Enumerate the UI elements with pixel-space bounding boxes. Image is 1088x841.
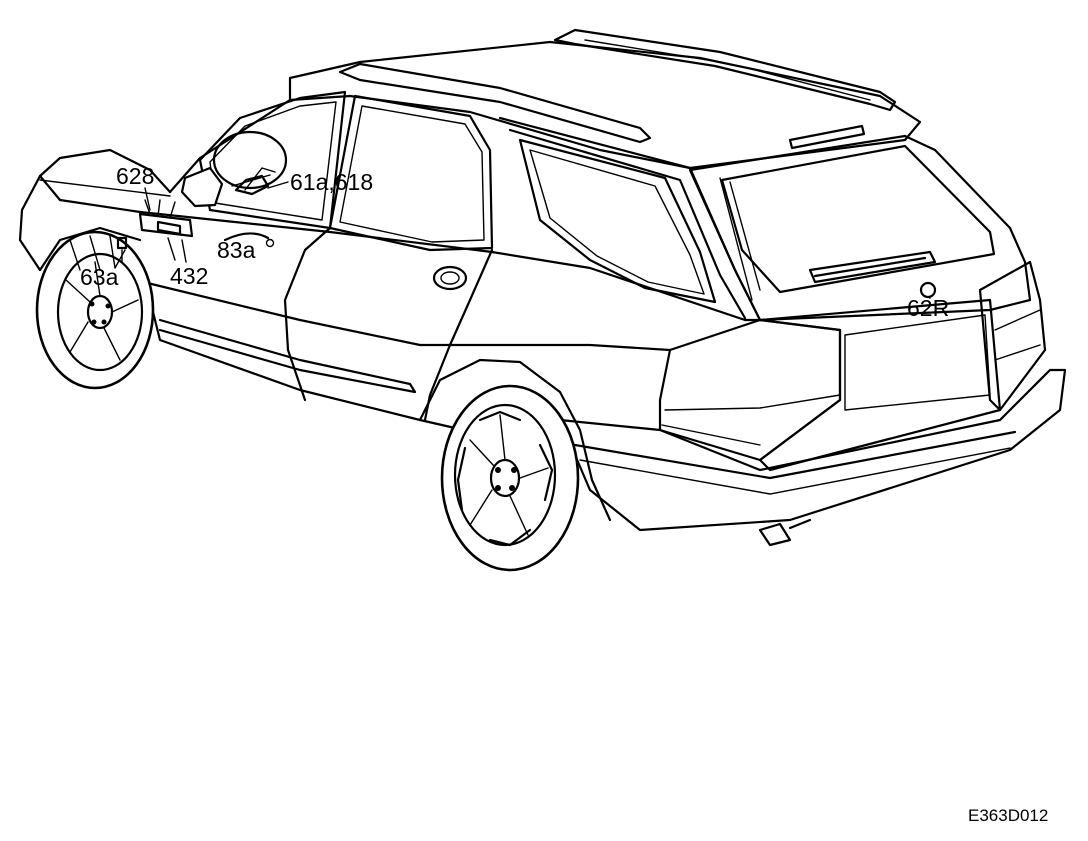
front-wheel — [35, 226, 155, 390]
component-markers — [116, 181, 931, 299]
rear-bumper — [558, 368, 1067, 532]
body-side — [138, 210, 762, 322]
side-mirror — [180, 166, 224, 208]
label-432: 432 — [170, 263, 208, 289]
label-83a: 83a — [217, 237, 256, 263]
rear-wheel — [440, 384, 580, 572]
rear-quarter-window — [518, 138, 717, 304]
component-63a — [116, 236, 128, 250]
roof-rail-left — [338, 62, 652, 144]
label-628: 628 — [116, 163, 154, 189]
tail-lamp-right — [978, 260, 1047, 412]
label-63a: 63a — [80, 264, 119, 290]
roof-panel — [288, 40, 922, 170]
callout-labels: 628 61a,618 83a 63a 432 62R — [80, 163, 949, 321]
high-mount-stop-lamp — [788, 124, 866, 150]
drawing-reference: E363D012 — [968, 806, 1048, 825]
label-61a-618: 61a,618 — [290, 169, 373, 195]
rear-door-handle — [432, 265, 468, 291]
door-sill — [148, 298, 457, 430]
tail-lamp-left — [658, 318, 842, 462]
exhaust-pipe — [758, 522, 792, 547]
rear-window — [720, 144, 996, 294]
car-body — [18, 28, 1067, 547]
rear-wheel-arch — [418, 358, 612, 522]
hood — [38, 148, 172, 214]
roof-rail-right — [553, 28, 897, 112]
rear-hatch — [688, 134, 1032, 322]
rear-panel — [758, 298, 1002, 472]
steering-wheel — [212, 130, 288, 190]
component-83a — [223, 232, 270, 242]
label-62R: 62R — [907, 295, 949, 321]
